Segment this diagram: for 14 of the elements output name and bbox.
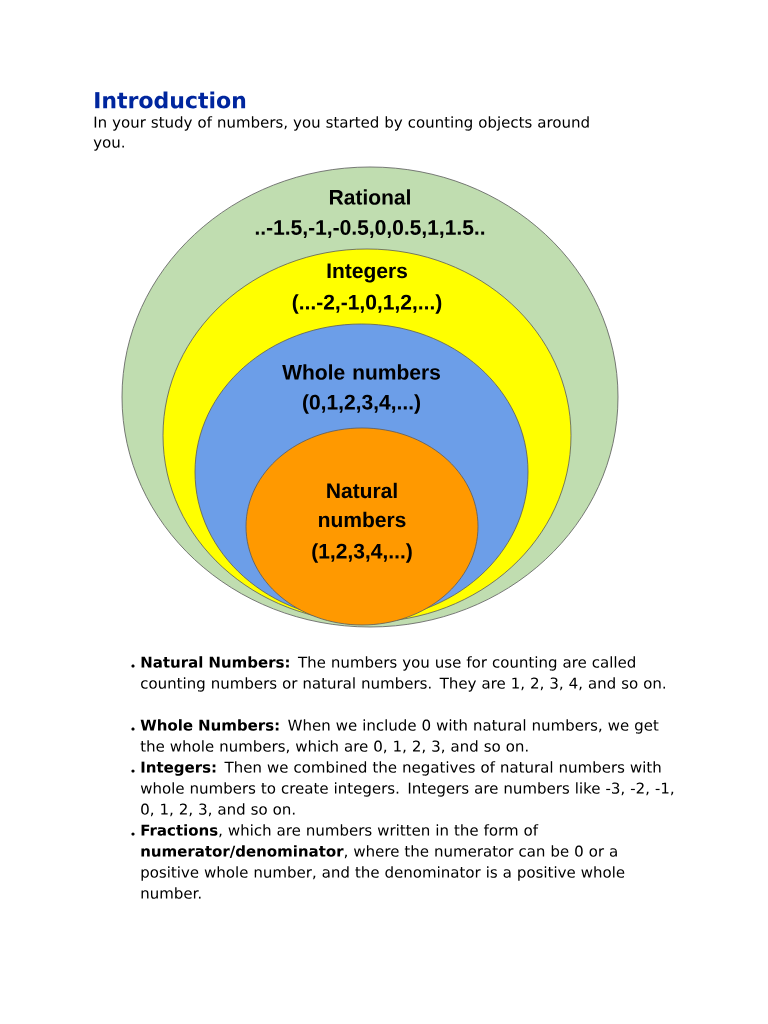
set-members: ..-1.5,-1,-0.5,0,0.5,1,1.5.. bbox=[255, 220, 485, 238]
bullet-text: Natural Numbers: The numbers you use for counting are called counting numbers or natural numbers. They are 1, 2, 3, 4, and so on. bbox=[141, 656, 666, 692]
set-name: Integers bbox=[327, 263, 407, 283]
bullet-text: Whole Numbers: When we include 0 with natural numbers, we get the whole numbers, which are 0, 1, 2, 3, and so on. bbox=[140, 719, 659, 754]
set-name: Whole numbers bbox=[282, 364, 440, 380]
set-name: Rational bbox=[330, 189, 410, 205]
set-members: (...-2,-1,0,1,2,...) bbox=[292, 294, 442, 314]
set-name: Natural numbers bbox=[319, 482, 406, 528]
set-members: (1,2,3,4,...) bbox=[312, 543, 412, 563]
heading: Introduction bbox=[95, 91, 246, 109]
intro-text: In your study of numbers, you started by counting objects around you. bbox=[93, 116, 589, 151]
bullet-text: Fractions, which are numbers written in the form of numerator/denominator, where the numerator can be 0 or a positive whole number, and the denominator is a positive whole number. bbox=[141, 824, 625, 899]
set-members: (0,1,2,3,4,...) bbox=[303, 394, 420, 414]
bullet-text: Integers: Then we combined the negatives of natural numbers with whole numbers to create integers. Integers are numbers like -3, -2, -1, 0, 1, 2, 3, and so on. bbox=[140, 761, 674, 817]
